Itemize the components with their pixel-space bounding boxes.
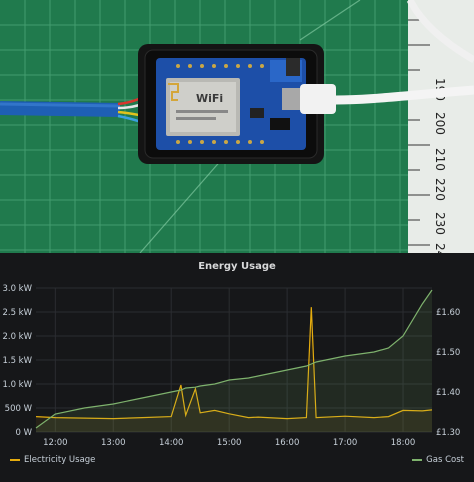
y-left-tick-label: 2.5 kW xyxy=(2,308,32,318)
x-tick-label: 15:00 xyxy=(217,438,242,448)
legend-electricity[interactable]: Electricity Usage xyxy=(10,455,95,465)
legend-label-gas: Gas Cost xyxy=(426,455,464,465)
y-right-tick-label: £1.40 xyxy=(436,388,460,398)
y-right-tick-label: £1.50 xyxy=(436,348,460,358)
ruler-label: 200 xyxy=(433,112,447,135)
y-right-tick-label: £1.30 xyxy=(436,428,460,438)
y-left-tick-label: 0 W xyxy=(15,428,32,438)
series-line-gas xyxy=(35,289,433,429)
series-area-gas xyxy=(36,290,432,432)
photo-illustration: 190 200 210 220 230 240 xyxy=(0,0,474,253)
ruler-label: 240 xyxy=(433,243,447,253)
hardware-photo: 190 200 210 220 230 240 xyxy=(0,0,474,253)
x-tick-label: 12:00 xyxy=(43,438,68,448)
x-tick-label: 13:00 xyxy=(101,438,126,448)
x-tick-label: 18:00 xyxy=(391,438,416,448)
y-left-tick-label: 2.0 kW xyxy=(2,332,32,342)
wifi-logo: WiFi xyxy=(196,92,223,105)
y-right-tick-label: £1.60 xyxy=(436,308,460,318)
ruler-label: 220 xyxy=(433,178,447,201)
y-left-tick-label: 500 W xyxy=(5,404,33,414)
series-line-electricity xyxy=(35,307,433,420)
legend-swatch-electricity xyxy=(10,458,20,461)
y-left-tick-label: 1.5 kW xyxy=(2,356,32,366)
series-area-electricity xyxy=(36,307,432,432)
x-tick-label: 17:00 xyxy=(333,438,358,448)
legend-swatch-gas xyxy=(412,458,423,461)
y-left-tick-label: 1.0 kW xyxy=(2,380,32,390)
x-tick-label: 16:00 xyxy=(275,438,300,448)
ruler-label: 210 xyxy=(433,148,447,171)
legend-gas[interactable]: Gas Cost xyxy=(412,455,464,465)
energy-chart: 0 W 500 W 1.0 kW 1.5 kW 2.0 kW 2.5 kW 3.0 kW £1… xyxy=(2,284,460,448)
energy-dashboard-panel: Energy Usage 0 W 500 W 1.0 kW 1.5 kW 2.0 kW 2… xyxy=(0,255,474,482)
panel-title: Energy Usage xyxy=(198,261,276,272)
ruler-label: 230 xyxy=(433,212,447,235)
x-tick-label: 14:00 xyxy=(159,438,184,448)
y-left-tick-label: 3.0 kW xyxy=(2,284,32,294)
legend-label-electricity: Electricity Usage xyxy=(24,455,96,465)
